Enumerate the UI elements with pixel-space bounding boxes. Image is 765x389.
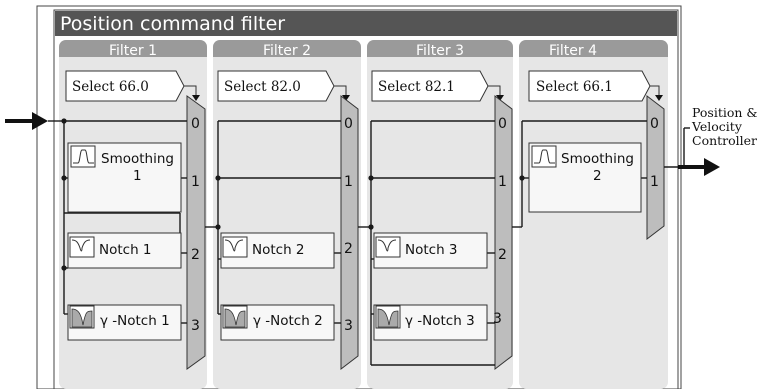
mux-1-port-1: 1: [191, 174, 200, 190]
mux-3-port-1: 1: [498, 174, 507, 190]
smoothing-icon: [531, 145, 557, 168]
filter-column-1: Filter 1: [59, 40, 207, 389]
svg-text:1: 1: [133, 168, 142, 184]
mux-3-port-0: 0: [498, 116, 507, 132]
notch-icon: [222, 236, 248, 258]
svg-text:Controller: Controller: [692, 133, 757, 148]
notch-icon: [69, 236, 95, 258]
filter-3-header: Filter 3: [416, 43, 464, 59]
svg-text:γ -Notch 3: γ -Notch 3: [405, 313, 475, 329]
mux-1-port-2: 2: [191, 247, 200, 263]
svg-text:γ -Notch 1: γ -Notch 1: [100, 313, 170, 329]
mux-2-port-1: 1: [344, 174, 353, 190]
svg-text:γ -Notch 2: γ -Notch 2: [253, 313, 323, 329]
block-smoothing-2: Smoothing 2: [528, 142, 642, 213]
diagram-title: Position command filter: [60, 13, 285, 35]
svg-text:Select 82.0: Select 82.0: [224, 79, 301, 95]
block-smoothing-1: Smoothing 1: [67, 142, 182, 213]
smoothing-icon: [70, 145, 96, 168]
wiring-1: [61, 118, 187, 324]
block-gamma-notch-3: γ -Notch 3: [373, 304, 488, 341]
title-bar: [55, 11, 677, 36]
filter-column-4: Filter 4: [519, 40, 668, 389]
block-notch-2: Notch 2: [220, 232, 335, 269]
block-notch-3: Notch 3: [373, 232, 488, 269]
svg-text:Notch 3: Notch 3: [405, 242, 458, 258]
mux-3-port-3: 3: [493, 311, 502, 327]
svg-text:Position &: Position &: [692, 105, 758, 120]
mux-4: 0 1: [646, 94, 665, 241]
wiring-3: [368, 120, 495, 366]
wiring-2: [215, 120, 341, 324]
mux-3: 0 1 2 3: [493, 94, 513, 371]
mux-4-port-0: 0: [650, 116, 659, 132]
filter-1-header: Filter 1: [109, 43, 157, 59]
select-label-2: Select 82.0: [217, 70, 350, 102]
mux-2: 0 1 2 3: [340, 94, 359, 371]
svg-text:Notch 1: Notch 1: [99, 242, 152, 258]
gamma-notch-icon: [222, 305, 248, 329]
select-label-4: Select 66.1: [528, 70, 663, 102]
mux-3-port-2: 2: [498, 247, 507, 263]
svg-text:2: 2: [593, 168, 602, 184]
select-label-3: Select 82.1: [371, 70, 504, 102]
wiring-4: [519, 120, 647, 227]
svg-text:Smoothing: Smoothing: [101, 151, 174, 167]
svg-text:Select 66.1: Select 66.1: [536, 79, 613, 95]
block-notch-1: Notch 1: [67, 232, 182, 269]
input-arrow: [5, 112, 64, 130]
filter-column-3: Filter 3: [367, 40, 513, 389]
gamma-notch-icon: [69, 305, 95, 329]
filter-2-header: Filter 2: [263, 43, 311, 59]
mux-1-port-0: 0: [191, 116, 200, 132]
mux-1: 0 1 2 3: [186, 95, 206, 370]
mux-2-port-0: 0: [344, 116, 353, 132]
notch-icon: [375, 236, 401, 258]
block-gamma-notch-2: γ -Notch 2: [220, 304, 335, 341]
filter-4-header: Filter 4: [549, 43, 597, 59]
svg-text:Smoothing: Smoothing: [561, 151, 634, 167]
filter-column-2: Filter 2: [213, 40, 361, 389]
gamma-notch-icon: [375, 305, 401, 329]
svg-text:Velocity: Velocity: [691, 119, 743, 134]
mux-2-port-2: 2: [344, 241, 353, 257]
block-gamma-notch-1: γ -Notch 1: [67, 304, 182, 341]
mux-1-port-3: 3: [191, 318, 200, 334]
mux-2-port-3: 3: [344, 318, 353, 334]
mux-4-port-1: 1: [650, 174, 659, 190]
output-connection: [664, 127, 720, 176]
select-label-1: Select 66.0: [65, 70, 200, 102]
svg-text:Select 82.1: Select 82.1: [378, 79, 455, 95]
output-label: Position & Velocity Controller: [691, 105, 758, 148]
svg-text:Notch 2: Notch 2: [252, 242, 305, 258]
svg-text:Select 66.0: Select 66.0: [72, 79, 149, 95]
